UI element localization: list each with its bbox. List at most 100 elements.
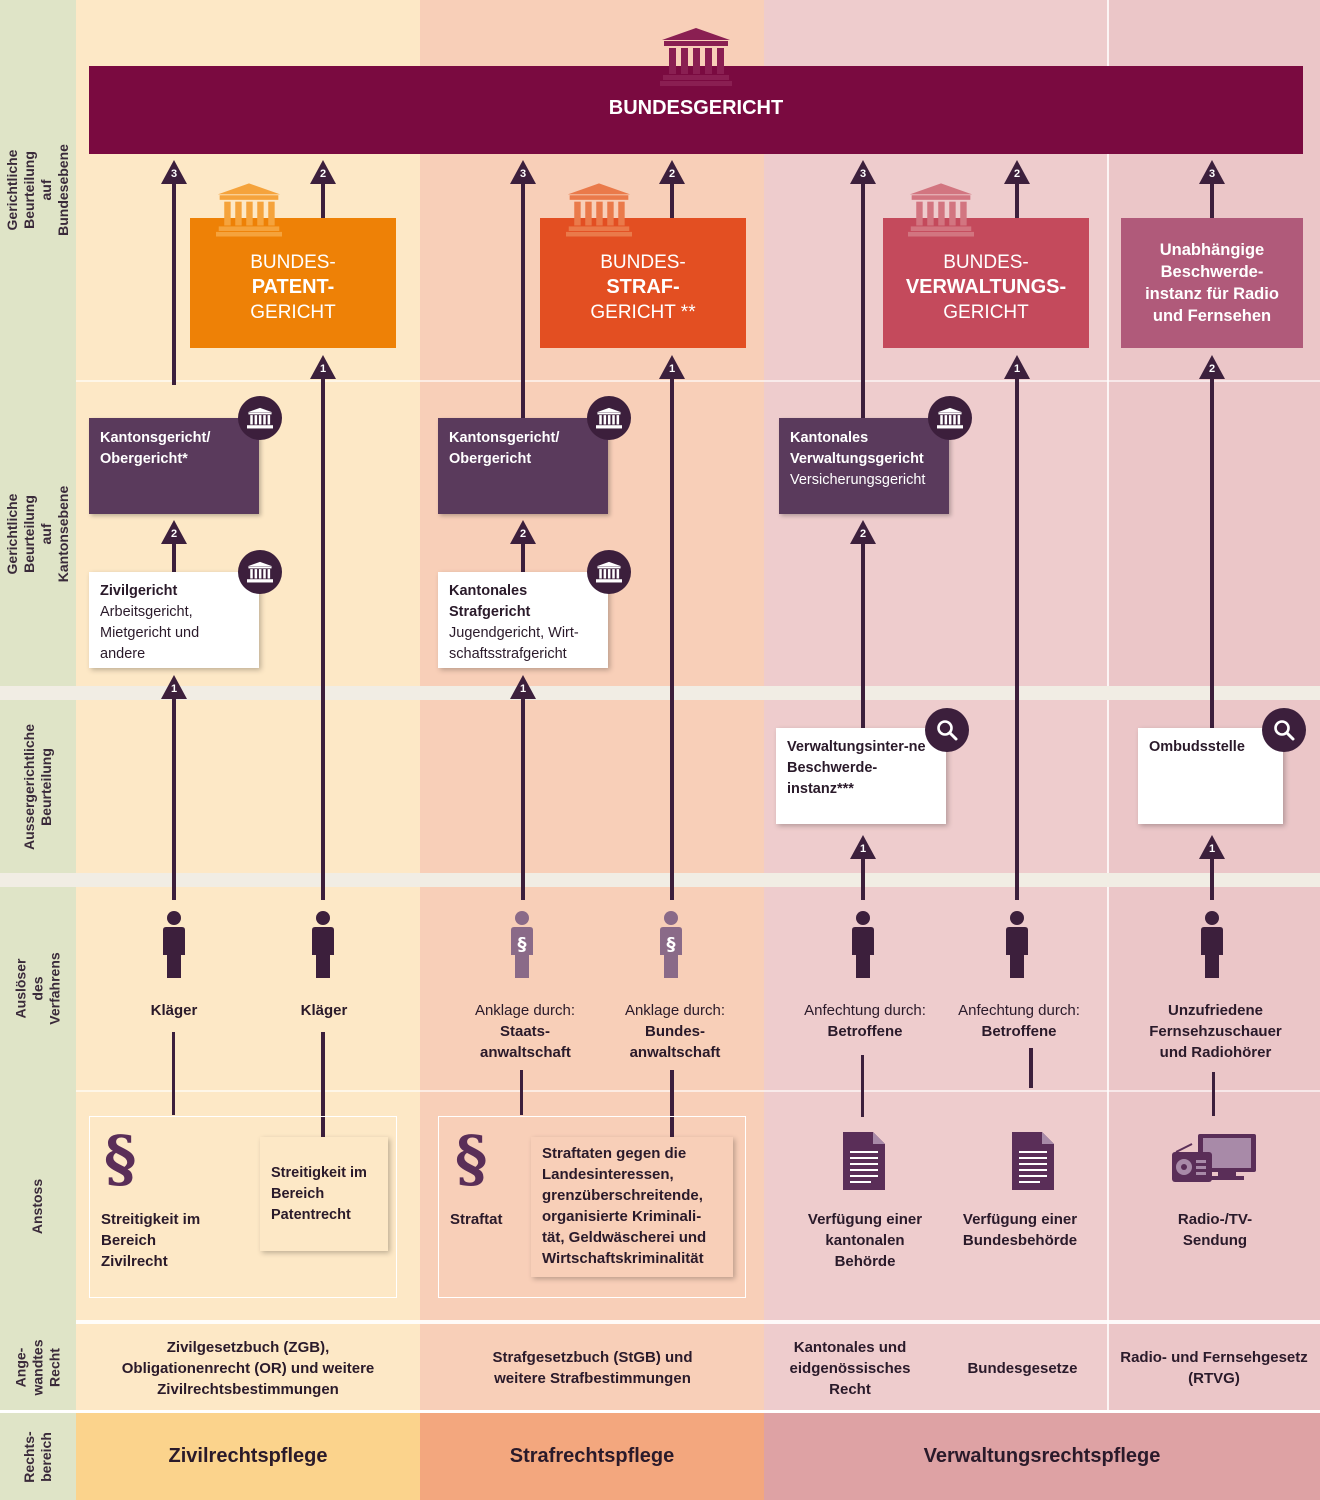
- paragraph-icon: §: [455, 1122, 488, 1195]
- svg-text:§: §: [667, 934, 676, 955]
- connector-line: [861, 1055, 864, 1117]
- row-separator: [76, 1320, 1320, 1324]
- area-civil: Zivilrechtspflege: [168, 1445, 328, 1467]
- path-line: [861, 855, 865, 900]
- arrow-2: 2: [1199, 355, 1225, 379]
- path-line: [321, 180, 325, 220]
- cantonal-order: Verfügung einer kantonalen Behörde: [807, 1211, 923, 1270]
- law-rtvg: Radio- und Fernsehgesetz (RTVG): [1120, 1349, 1308, 1387]
- court-building-icon: [216, 183, 282, 237]
- area-criminal: Strafrechtspflege: [509, 1445, 675, 1467]
- arrow-3: 3: [161, 160, 187, 184]
- path-line: [521, 180, 525, 420]
- search-circle: [1262, 708, 1306, 752]
- patent-dispute-box: Streitigkeit im Bereich Patentrecht: [260, 1137, 388, 1251]
- court-building-icon: [596, 407, 622, 429]
- court-building-icon: [596, 561, 622, 583]
- svg-text:§: §: [518, 934, 527, 955]
- area-band-civil: [76, 1413, 420, 1500]
- federal-administrative-court: BUNDES- VERWALTUNGS- GERICHT: [883, 218, 1089, 348]
- cantonal-criminal-court: Kantonales Strafgericht Jugendgericht, W…: [438, 572, 608, 668]
- connector-line: [520, 1070, 523, 1115]
- cantonal-high-court-criminal: Kantonsgericht/ Obergericht: [438, 418, 608, 514]
- federal-supreme-court: BUNDESGERICHT: [89, 66, 1303, 154]
- radio-tv-icon: [1172, 1134, 1256, 1182]
- area-admin: Verwaltungsrechtspflege: [923, 1445, 1161, 1467]
- area-band-criminal: [420, 1413, 764, 1500]
- court-building-icon: [937, 407, 963, 429]
- federal-offences-box: Straftaten gegen die Landesinteressen, g…: [531, 1137, 733, 1277]
- arrow-1: 1: [1004, 355, 1030, 379]
- court-building-icon: [247, 407, 273, 429]
- row-label-trigger: Auslöser des Verfahrens: [12, 952, 63, 1025]
- trigger-viewers: Unzufriedene Fernsehzuschauer und Radioh…: [1149, 1002, 1282, 1061]
- document-icon: [843, 1132, 885, 1190]
- court-circle: [238, 396, 282, 440]
- row-label-impetus: Anstoss: [29, 1178, 46, 1234]
- row-label-law: Ange- wandtes Recht: [12, 1339, 63, 1396]
- person-icon: [1201, 911, 1223, 978]
- law-cantonal: Kantonales und eidgenössisches Recht: [789, 1339, 911, 1398]
- path-line: [172, 540, 176, 572]
- criminal-impetus-frame: [438, 1116, 746, 1298]
- connector-line: [1212, 1072, 1215, 1116]
- search-icon: [1274, 720, 1295, 741]
- court-circle: [587, 550, 631, 594]
- path-line: [1210, 855, 1214, 900]
- row-label-column: [0, 0, 76, 1500]
- row-label-area: Rechts- bereich: [21, 1430, 54, 1483]
- row-gap: [0, 686, 1320, 700]
- trigger-appeal-federal: Anfechtung durch: Betroffene: [958, 1002, 1080, 1040]
- arrow-3: 3: [1199, 160, 1225, 184]
- path-line: [670, 375, 674, 900]
- column-divider: [1107, 0, 1109, 1410]
- court-circle: [587, 396, 631, 440]
- path-line: [1210, 375, 1214, 730]
- court-circle: [928, 396, 972, 440]
- trigger-prosecution-cantonal: Anklage durch: Staats-anwaltschaft: [474, 1002, 576, 1061]
- arrow-2: 2: [510, 520, 536, 544]
- row-separator: [0, 1410, 1320, 1413]
- path-line: [172, 180, 176, 385]
- arrow-1: 1: [310, 355, 336, 379]
- federal-order: Verfügung einer Bundesbehörde: [962, 1211, 1078, 1249]
- path-line: [861, 180, 865, 420]
- civil-dispute: Streitigkeit im Bereich Zivilrecht: [101, 1211, 201, 1270]
- row-gap: [0, 873, 1320, 887]
- path-line: [1015, 180, 1019, 220]
- connector-line: [670, 1070, 674, 1137]
- broadcast: Radio-/TV-Sendung: [1177, 1211, 1253, 1249]
- row-label-cantonal: Gerichtliche Beurteilung auf Kantonseben…: [4, 485, 72, 583]
- arrow-1: 1: [510, 675, 536, 699]
- row-separator: [76, 1090, 1320, 1092]
- path-line: [521, 695, 525, 900]
- law-criminal: Strafgesetzbuch (StGB) und weitere Straf…: [492, 1349, 693, 1387]
- federal-patent-court: BUNDES- PATENT- GERICHT: [190, 218, 396, 348]
- arrow-2: 2: [161, 520, 187, 544]
- civil-court: Zivilgericht Arbeitsgericht, Mietgericht…: [89, 572, 259, 668]
- connector-line: [321, 1032, 325, 1137]
- court-building-icon: [566, 183, 632, 237]
- internal-complaints-body: Verwaltungsinter-ne Beschwerde-instanz**…: [776, 728, 946, 824]
- prosecutor-icon: §: [660, 911, 682, 978]
- path-line: [861, 540, 865, 730]
- area-band-admin: [764, 1413, 1320, 1500]
- arrow-1: 1: [659, 355, 685, 379]
- trigger-plaintiff: Kläger: [150, 1002, 198, 1019]
- connector-line: [1029, 1048, 1033, 1088]
- law-civil: Zivilgesetzbuch (ZGB), Obligationenrecht…: [121, 1339, 375, 1398]
- prosecutor-icon: §: [511, 911, 533, 978]
- arrow-2: 2: [659, 160, 685, 184]
- arrow-1: 1: [850, 835, 876, 859]
- law-federal: Bundesgesetze: [967, 1360, 1078, 1377]
- person-icon: [312, 911, 334, 978]
- path-line: [1210, 180, 1214, 220]
- trigger-plaintiff: Kläger: [300, 1002, 348, 1019]
- criminal-offence: Straftat: [450, 1211, 503, 1228]
- person-icon: [163, 911, 185, 978]
- trigger-appeal-cantonal: Anfechtung durch: Betroffene: [804, 1002, 926, 1040]
- cantonal-high-court-civil: Kantonsgericht/ Obergericht*: [89, 418, 259, 514]
- row-separator: [76, 380, 1320, 382]
- federal-supreme-court-label: BUNDESGERICHT: [608, 96, 784, 119]
- path-line: [670, 180, 674, 220]
